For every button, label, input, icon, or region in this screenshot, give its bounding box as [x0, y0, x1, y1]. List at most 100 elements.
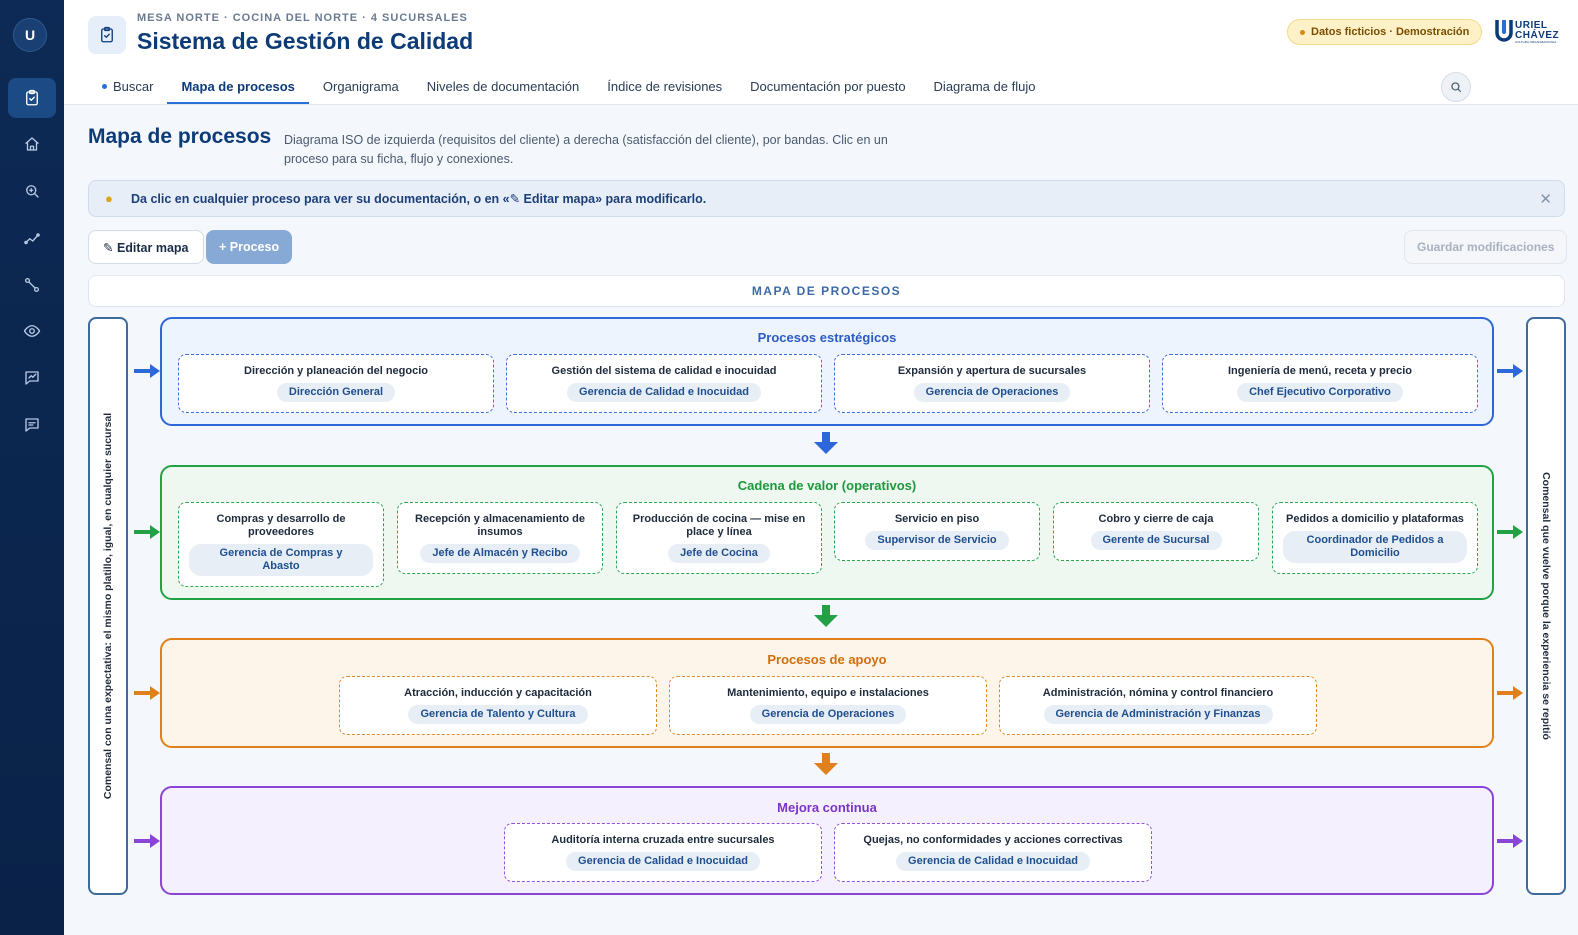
trend-line-icon [24, 233, 40, 245]
search-icon [1451, 82, 1462, 93]
edit-map-button[interactable]: ✎ Editar mapa [88, 230, 204, 264]
sidebar-item-view[interactable] [8, 311, 56, 351]
page-description: Diagrama ISO de izquierda (requisitos de… [284, 133, 888, 166]
process-card[interactable]: Producción de cocina — mise en place y l… [616, 502, 822, 574]
process-owner: Supervisor de Servicio [865, 531, 1009, 550]
message-icon [25, 418, 39, 432]
process-name: Expansión y apertura de sucursales [897, 365, 1087, 377]
tab-org-chart[interactable]: Organigrama [322, 78, 399, 94]
process-name: Producción de cocina — mise en place y l… [632, 513, 806, 538]
arrow-right-icon [134, 834, 160, 848]
sidebar-item-messages[interactable] [8, 405, 56, 445]
lightbulb-icon: ● [105, 191, 113, 206]
customer-satisfaction-bar: Comensal que vuelve porque la experienci… [1526, 317, 1566, 895]
sidebar-item-search[interactable] [8, 171, 56, 211]
process-card[interactable]: Ingeniería de menú, receta y precio Chef… [1162, 354, 1478, 413]
arrow-right-icon [134, 525, 160, 539]
breadcrumb: MESA NORTE · COCINA DEL NORTE · 4 SUCURS… [137, 12, 468, 24]
process-card[interactable]: Cobro y cierre de caja Gerente de Sucurs… [1053, 502, 1259, 561]
process-name: Pedidos a domicilio y plataformas [1286, 513, 1464, 525]
process-name: Servicio en piso [894, 513, 980, 525]
band-title: Procesos estratégicos [757, 330, 897, 345]
brand-name: URIEL CHÁVEZ [1515, 20, 1560, 41]
process-card[interactable]: Expansión y apertura de sucursales Geren… [834, 354, 1150, 413]
tab-flow-diagram[interactable]: Diagrama de flujo [933, 78, 1036, 94]
process-owner: Gerencia de Calidad e Inocuidad [567, 383, 761, 402]
process-name: Atracción, inducción y capacitación [404, 687, 592, 699]
demo-badge-label: Datos ficticios · Demostración [1311, 26, 1470, 38]
process-card[interactable]: Dirección y planeación del negocio Direc… [178, 354, 494, 413]
app-logo [88, 16, 126, 54]
sidebar: U [0, 0, 64, 935]
add-process-button[interactable]: + Proceso [206, 230, 293, 264]
customer-satisfaction-label: Comensal que vuelve porque la experienci… [1540, 472, 1553, 740]
arrow-right-icon [1497, 834, 1523, 848]
customer-requirements-bar: Comensal con una expectativa: el mismo p… [88, 317, 128, 895]
avatar[interactable]: U [13, 18, 47, 52]
demo-badge: Datos ficticios · Demostración [1287, 19, 1483, 45]
process-name: Gestión del sistema de calidad e inocuid… [551, 365, 777, 377]
process-card[interactable]: Pedidos a domicilio y plataformas Coordi… [1272, 502, 1478, 574]
save-changes-button[interactable]: Guardar modificaciones [1404, 230, 1568, 264]
band-value-chain: Cadena de valor (operativos) Compras y d… [160, 465, 1494, 600]
main-tabs: Buscar Mapa de procesos Organigrama Nive… [88, 70, 1049, 104]
app-title: Sistema de Gestión de Calidad [137, 28, 474, 54]
process-card[interactable]: Recepción y almacenamiento de insumos Je… [397, 502, 603, 574]
process-name: Auditoría interna cruzada entre sucursal… [551, 834, 775, 846]
process-owner: Chef Ejecutivo Corporativo [1237, 383, 1403, 402]
process-card[interactable]: Quejas, no conformidades y acciones corr… [834, 823, 1152, 882]
process-owner: Jefe de Cocina [668, 544, 770, 563]
process-owner: Gerencia de Operaciones [749, 705, 907, 724]
sidebar-item-reports[interactable] [8, 358, 56, 398]
process-card[interactable]: Compras y desarrollo de proveedores Gere… [178, 502, 384, 587]
process-card[interactable]: Mantenimiento, equipo e instalaciones Ge… [669, 676, 987, 735]
search-button[interactable] [1441, 72, 1471, 102]
tab-documentation-by-role[interactable]: Documentación por puesto [750, 78, 906, 94]
arrow-right-icon [1497, 525, 1523, 539]
process-card[interactable]: Servicio en piso Supervisor de Servicio [834, 502, 1040, 561]
band-title: Cadena de valor (operativos) [737, 478, 917, 493]
tab-search[interactable]: Buscar [88, 70, 167, 104]
arrow-right-icon [1497, 686, 1523, 700]
arrow-right-icon [134, 686, 160, 700]
info-banner: ● Da clic en cualquier proceso para ver … [88, 180, 1565, 217]
process-name: Recepción y almacenamiento de insumos [415, 513, 585, 538]
clipboard-check-icon [101, 26, 113, 43]
process-name: Mantenimiento, equipo e instalaciones [727, 687, 929, 699]
process-card[interactable]: Auditoría interna cruzada entre sucursal… [504, 823, 822, 882]
process-owner: Gerencia de Administración y Finanzas [1043, 705, 1273, 724]
process-owner: Gerencia de Calidad e Inocuidad [896, 852, 1090, 871]
arrow-right-icon [134, 364, 160, 378]
process-owner: Dirección General [276, 383, 396, 402]
link-icon [24, 277, 40, 293]
tab-revision-index[interactable]: Índice de revisiones [607, 78, 723, 94]
tab-documentation-levels[interactable]: Niveles de documentación [426, 78, 580, 94]
process-card[interactable]: Administración, nómina y control financi… [999, 676, 1317, 735]
tab-process-map[interactable]: Mapa de procesos [167, 70, 309, 104]
sidebar-item-flow[interactable] [8, 218, 56, 258]
sidebar-item-connections[interactable] [8, 265, 56, 305]
process-card[interactable]: Gestión del sistema de calidad e inocuid… [506, 354, 822, 413]
process-name: Compras y desarrollo de proveedores [216, 513, 346, 538]
process-owner: Gerencia de Talento y Cultura [408, 705, 588, 724]
process-card[interactable]: Atracción, inducción y capacitación Gere… [339, 676, 657, 735]
process-owner: Gerencia de Compras y Abasto [189, 544, 373, 576]
arrow-down-icon [814, 432, 838, 454]
process-owner: Jefe de Almacén y Recibo [420, 544, 580, 563]
zoom-search-icon [26, 185, 39, 198]
band-support: Procesos de apoyo Atracción, inducción y… [160, 638, 1494, 748]
status-dot-icon [1300, 29, 1305, 35]
sidebar-item-home[interactable] [8, 124, 56, 164]
brand-logo: URIEL CHÁVEZ CULTURA ORGANIZACIONAL [1494, 16, 1566, 46]
arrow-down-icon [814, 753, 838, 775]
clipboard-check-icon [26, 89, 38, 106]
process-name: Quejas, no conformidades y acciones corr… [863, 834, 1123, 846]
process-name: Dirección y planeación del negocio [244, 365, 428, 377]
info-banner-text: Da clic en cualquier proceso para ver su… [131, 192, 707, 206]
band-strategic: Procesos estratégicos Dirección y planea… [160, 317, 1494, 426]
close-icon[interactable]: ✕ [1539, 191, 1552, 208]
process-name: Administración, nómina y control financi… [1042, 687, 1274, 699]
chart-message-icon [25, 371, 39, 385]
process-name: Ingeniería de menú, receta y precio [1227, 365, 1412, 377]
sidebar-item-quality-system[interactable] [8, 78, 56, 118]
